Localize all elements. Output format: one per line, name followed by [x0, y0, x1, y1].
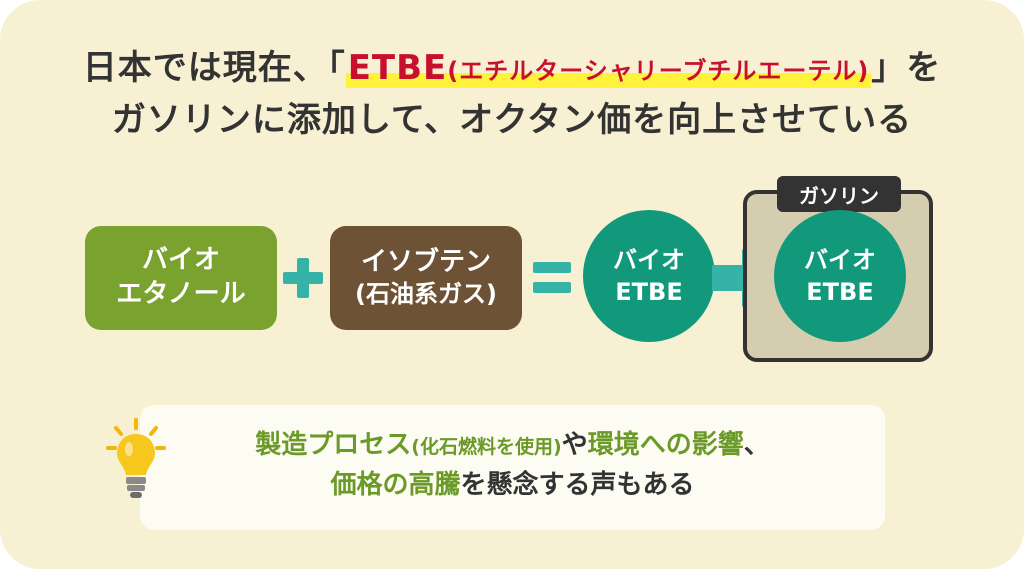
- headline-text-end: 」を: [871, 48, 942, 88]
- bioethanol-label-2: エタノール: [116, 279, 246, 309]
- concern-text: 製造プロセス(化石燃料を使用)や環境への影響、 価格の高騰を懸念する声もある: [140, 425, 885, 506]
- comma-text: 、: [743, 430, 770, 460]
- concern-line-2: 価格の高騰を懸念する声もある: [140, 465, 885, 505]
- mixed-etbe-label-1: バイオ: [804, 245, 876, 274]
- etbe-full-name: (エチルターシャリーブチルエーテル): [447, 57, 870, 85]
- isobutene-label-1: イソブテン: [360, 246, 491, 277]
- lightbulb-icon: [106, 418, 166, 498]
- isobutene-label-2: (石油系ガス): [355, 280, 497, 309]
- concern-note: [140, 405, 885, 530]
- bioethanol-label-1: バイオ: [141, 245, 220, 276]
- bio-etbe-label-1: バイオ: [613, 245, 685, 274]
- isobutene-box: イソブテン (石油系ガス): [330, 226, 522, 330]
- concern-line-1: 製造プロセス(化石燃料を使用)や環境への影響、: [140, 425, 885, 465]
- gasoline-label: ガソリン: [777, 176, 901, 212]
- equals-icon: [533, 262, 571, 294]
- fossil-fuel-note: (化石燃料を使用): [411, 436, 562, 458]
- connector-text: や: [561, 430, 588, 460]
- environment-term: 環境への影響: [587, 430, 744, 460]
- bioethanol-box: バイオ エタノール: [85, 226, 277, 330]
- concern-ending: を懸念する声もある: [460, 470, 695, 501]
- headline-line-1: 日本では現在、「ETBE(エチルターシャリーブチルエーテル)」を: [0, 40, 1024, 89]
- gasoline-bio-etbe-circle: バイオ ETBE: [774, 210, 906, 342]
- mixed-etbe-label-2: ETBE: [806, 278, 874, 306]
- etbe-term: ETBE: [347, 48, 448, 88]
- process-term: 製造プロセス: [255, 430, 412, 460]
- plus-icon: [283, 256, 323, 300]
- headline-text: 日本では現在、「: [82, 48, 346, 88]
- price-term: 価格の高騰: [330, 470, 461, 501]
- headline-line-2: ガソリンに添加して、オクタン価を向上させている: [111, 100, 913, 140]
- bio-etbe-label-2: ETBE: [615, 278, 683, 306]
- etbe-highlight: ETBE(エチルターシャリーブチルエーテル): [345, 48, 872, 88]
- bio-etbe-circle: バイオ ETBE: [583, 210, 715, 342]
